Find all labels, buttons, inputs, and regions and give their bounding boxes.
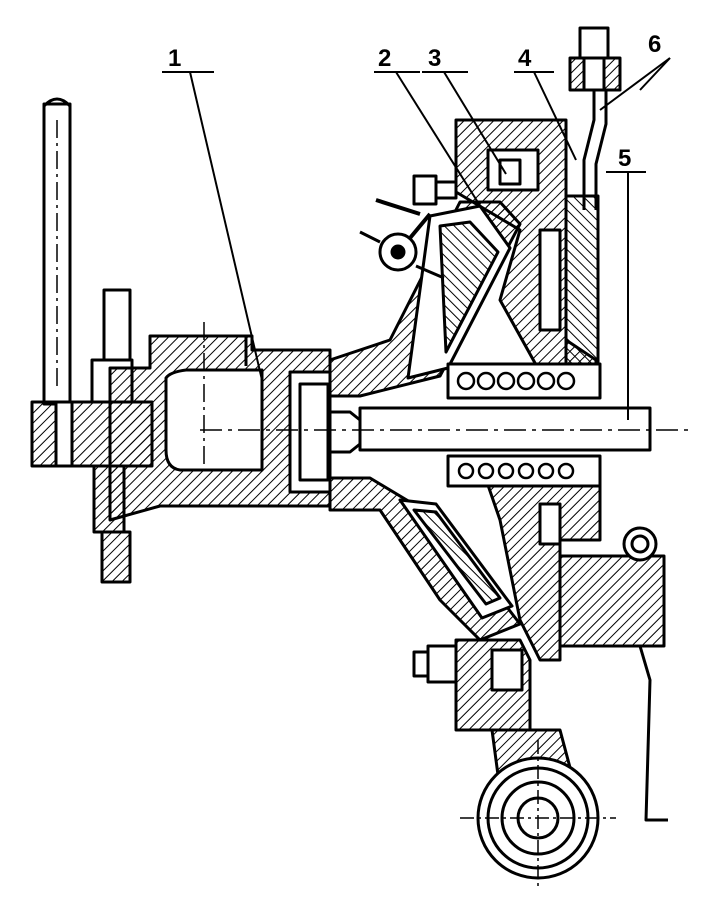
outer-housing-lower — [454, 460, 602, 732]
callout-5: 5 — [618, 145, 631, 172]
bearing-lower — [446, 454, 602, 488]
input-housing — [108, 322, 332, 522]
bearing-upper — [446, 362, 602, 400]
cone-body-lower — [328, 476, 522, 642]
callout-6: 6 — [648, 31, 661, 58]
callout-2: 2 — [378, 45, 391, 72]
cone-body-upper — [328, 200, 522, 398]
rod-eye — [460, 728, 616, 886]
callout-4: 4 — [518, 45, 532, 72]
side-bracket — [558, 526, 668, 822]
lubricator — [359, 198, 445, 280]
callout-3: 3 — [428, 45, 441, 72]
leader-lines — [162, 57, 671, 420]
input-shaft — [200, 406, 690, 454]
upper-bolt — [412, 174, 458, 206]
callout-1: 1 — [168, 45, 181, 72]
oil-pipe-fitting — [568, 26, 622, 210]
lower-bolt — [412, 644, 458, 684]
lever-rod — [42, 97, 72, 406]
outer-housing-upper — [454, 118, 600, 374]
